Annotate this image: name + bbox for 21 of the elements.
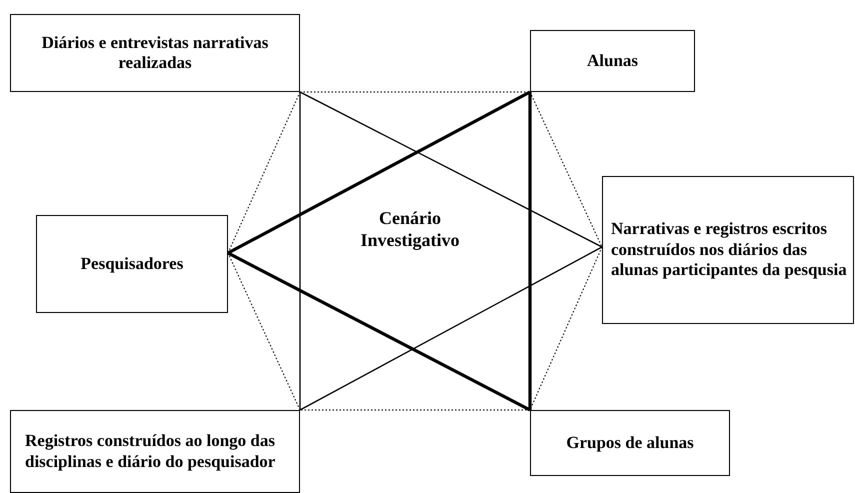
text-box (602, 176, 854, 324)
node-text: Registros construídos ao longo das disciplinas e diário do pesquisador (25, 431, 276, 472)
center-title: Cenário Investigativo (360, 208, 460, 252)
text-box (10, 410, 300, 493)
connector-line (299, 92, 301, 410)
node-text: Pesquisadores (80, 254, 184, 274)
connector-line (528, 92, 532, 410)
connector-line (228, 252, 300, 410)
node-text: Narrativas e registros escritos construídos nos diários das alunas participantes da pesqusia (611, 219, 848, 281)
node-text: Diários e entrevistas narrativas realizadas (40, 32, 270, 74)
connector-line (227, 252, 531, 412)
text-box (530, 410, 730, 476)
node-text: Alunas (586, 50, 638, 72)
connector-line (300, 246, 602, 411)
text-box (10, 14, 300, 92)
text-box (36, 215, 228, 313)
connector-line (300, 91, 602, 248)
connector-line (530, 246, 602, 410)
connector-line (227, 90, 531, 254)
text-box (530, 30, 695, 92)
node-text: Grupos de alunas (566, 432, 694, 454)
